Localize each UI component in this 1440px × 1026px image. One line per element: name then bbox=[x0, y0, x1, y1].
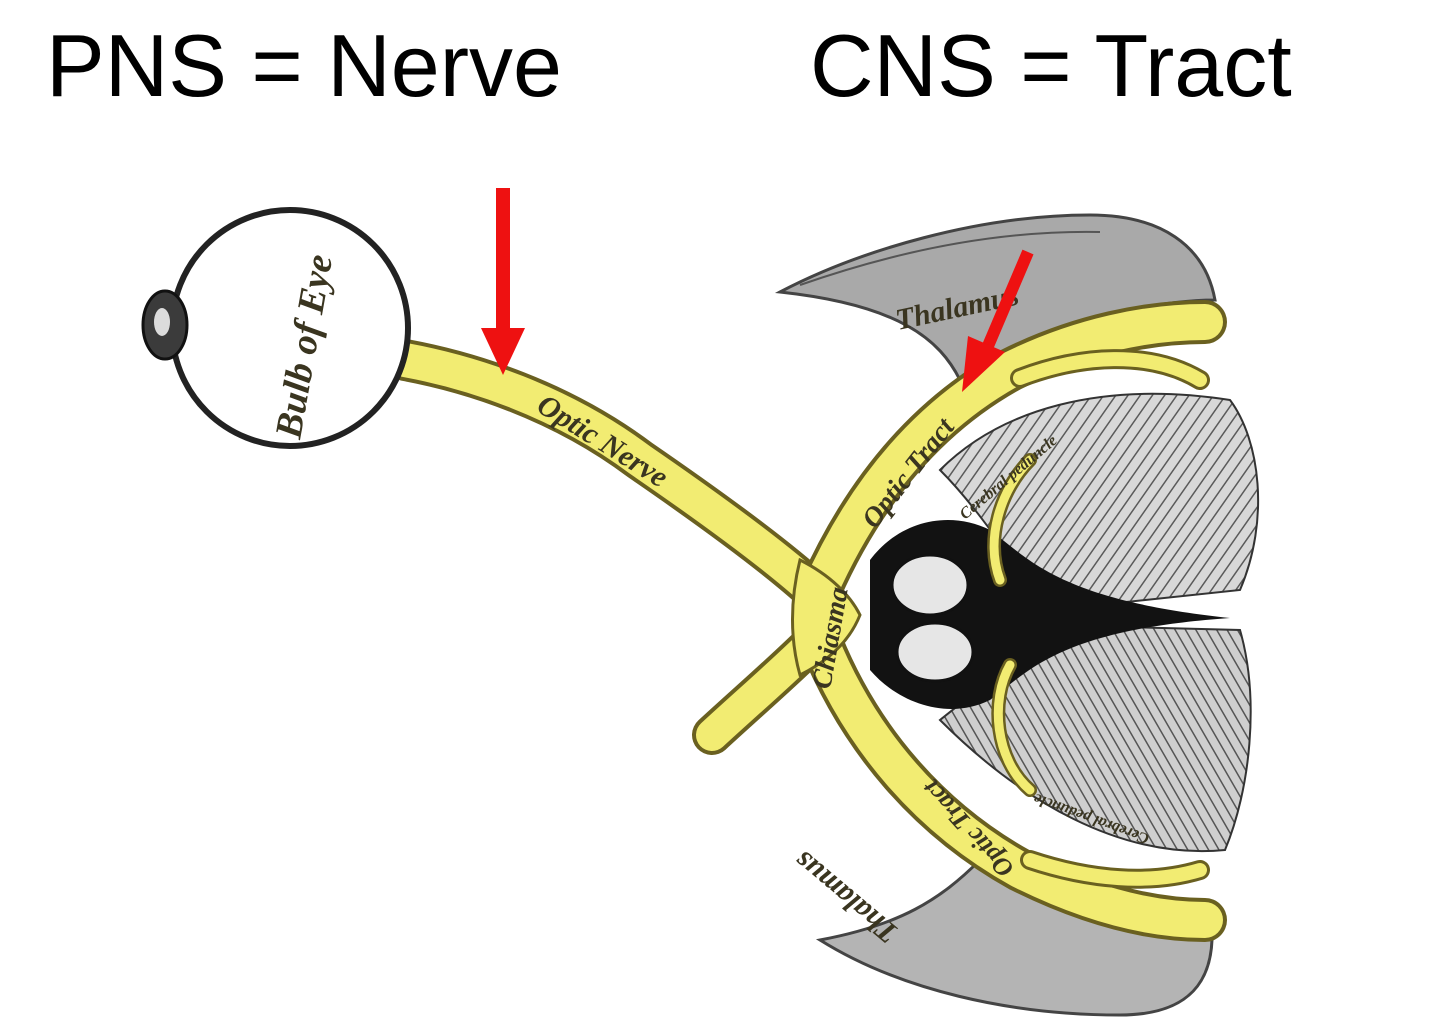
mammillary-body-lower bbox=[895, 621, 975, 683]
cns-heading: CNS = Tract bbox=[810, 16, 1292, 115]
label-optic-nerve: Optic Nerve bbox=[531, 388, 674, 494]
optic-chiasma bbox=[791, 557, 862, 678]
thalamus-upper-region bbox=[774, 213, 1217, 383]
pns-heading: PNS = Nerve bbox=[46, 16, 562, 115]
arrow-pointing-optic-nerve bbox=[481, 188, 525, 375]
arrow-pointing-optic-tract bbox=[962, 249, 1034, 392]
mammillary-body-upper bbox=[890, 553, 970, 617]
